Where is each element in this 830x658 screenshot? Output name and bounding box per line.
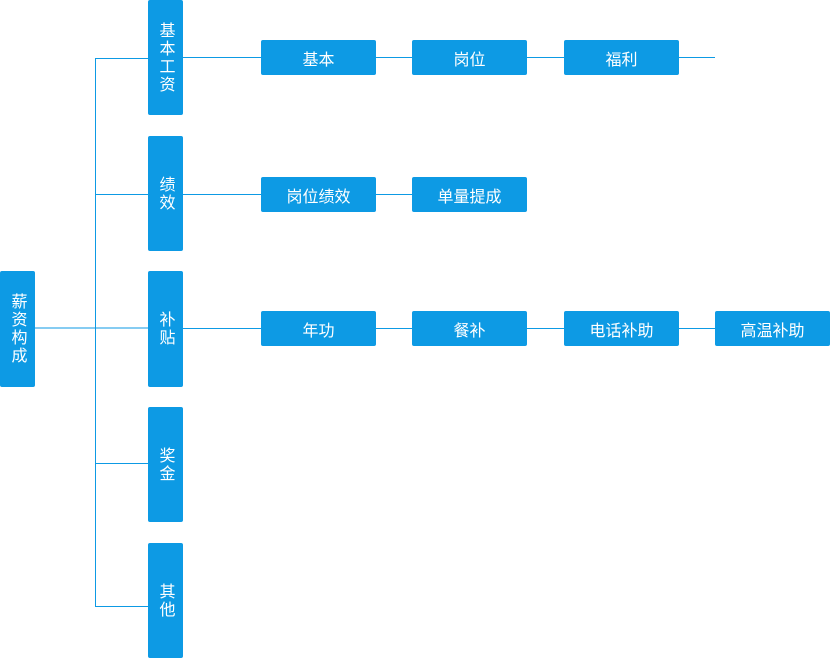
item-node: 电话补助 [564,311,679,346]
root-node-label: 薪资构成 [8,293,28,365]
item-label: 年功 [302,320,335,340]
item-node: 基本 [261,40,376,75]
item-label: 单量提成 [437,186,502,206]
item-node: 福利 [564,40,679,75]
category-label: 补贴 [156,311,176,347]
item-node: 岗位 [412,40,527,75]
category-label: 绩效 [156,175,176,212]
item-label: 福利 [605,49,638,69]
item-label: 岗位绩效 [286,186,351,206]
item-node: 年功 [261,311,376,346]
item-label: 餐补 [453,320,486,340]
item-label: 岗位 [453,49,486,69]
category-label: 奖金 [156,446,176,483]
item-label: 电话补助 [589,320,654,340]
category-node-other: 其他 [148,543,183,658]
item-node: 高温补助 [715,311,830,346]
item-node: 餐补 [412,311,527,346]
category-node-performance: 绩效 [148,136,183,251]
category-node-base-salary: 基本工资 [148,0,183,115]
root-node: 薪资构成 [0,271,35,387]
category-label: 其他 [156,582,176,619]
item-node: 岗位绩效 [261,177,376,212]
category-node-allowance: 补贴 [148,271,183,387]
category-label: 基本工资 [156,21,176,94]
category-node-bonus: 奖金 [148,407,183,522]
item-node: 单量提成 [412,177,527,212]
item-label: 基本 [302,49,335,69]
item-label: 高温补助 [740,320,805,340]
